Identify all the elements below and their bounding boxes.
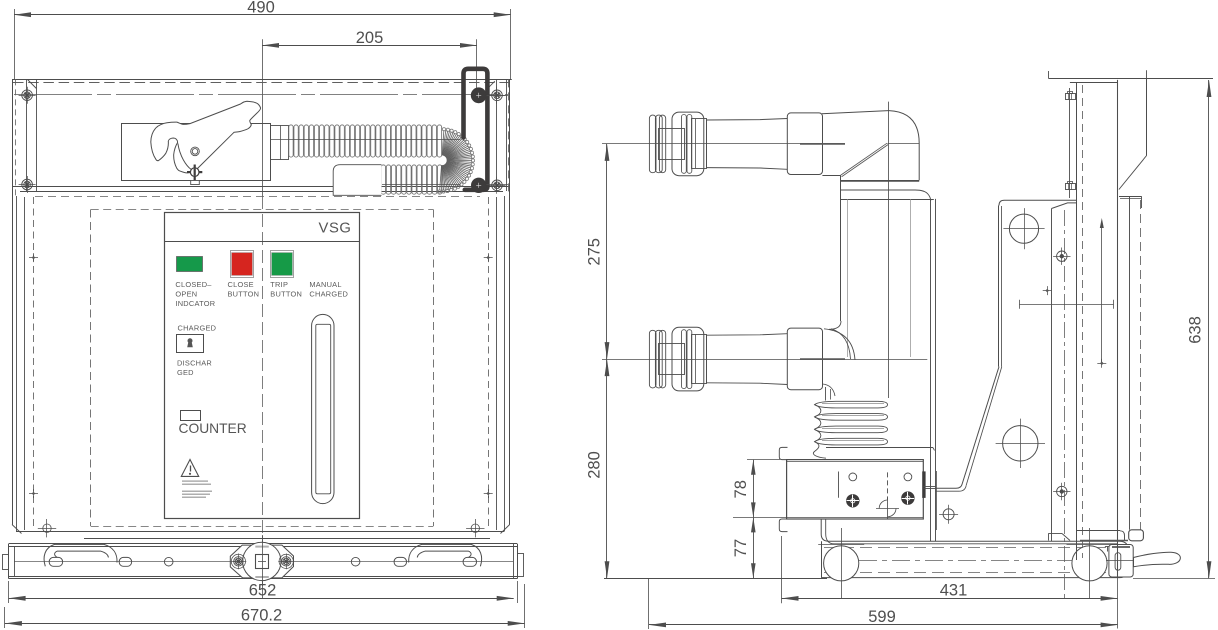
svg-text:431: 431 [940,582,968,600]
svg-text:490: 490 [247,0,275,16]
svg-text:CLOSED–: CLOSED– [175,280,212,289]
svg-text:CLOSE: CLOSE [228,280,254,289]
svg-text:INDCATOR: INDCATOR [175,299,215,308]
svg-text:OPEN: OPEN [175,290,197,299]
svg-text:BUTTON: BUTTON [270,290,302,299]
svg-text:VSG: VSG [318,221,351,237]
svg-text:205: 205 [356,29,384,47]
svg-text:280: 280 [586,451,604,479]
svg-text:COUNTER: COUNTER [179,421,247,436]
svg-text:DISCHAR: DISCHAR [177,358,212,367]
svg-text:GED: GED [177,368,194,377]
svg-text:TRIP: TRIP [270,280,288,289]
svg-text:599: 599 [868,608,896,626]
svg-text:77: 77 [732,539,750,557]
svg-text:CHARGED: CHARGED [178,324,217,333]
svg-text:BUTTON: BUTTON [228,290,260,299]
svg-text:670.2: 670.2 [241,607,282,625]
svg-text:275: 275 [586,238,604,266]
svg-text:MANUAL: MANUAL [309,280,341,289]
svg-text:CHARGED: CHARGED [309,290,348,299]
svg-text:652: 652 [249,582,277,600]
svg-text:78: 78 [732,480,750,498]
svg-text:638: 638 [1187,316,1205,344]
